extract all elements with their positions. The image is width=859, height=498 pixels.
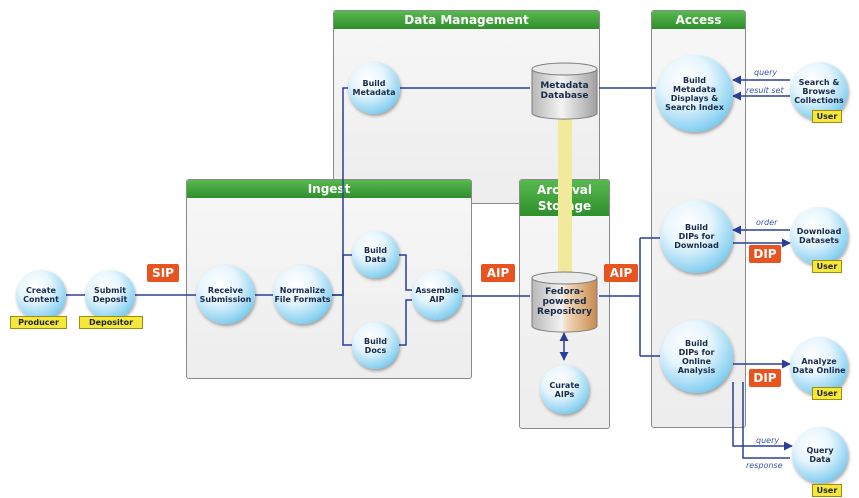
- edge-normalize-builddocs: [332, 294, 352, 346]
- metadata-database-cylinder: [531, 62, 598, 120]
- create-content-node: Create Content: [16, 270, 66, 320]
- build-dips-online-node: Build DIPs for Online Analysis: [660, 320, 733, 393]
- user-role-tag-analyze: User: [812, 387, 842, 400]
- query-data-node: Query Data: [792, 427, 848, 483]
- storage-link: [558, 110, 572, 280]
- download-datasets-node: Download Datasets: [790, 207, 848, 265]
- build-dips-download-node: Build DIPs for Download: [660, 200, 733, 273]
- assemble-aip-node: Assemble AIP: [412, 270, 462, 320]
- edge-response-query: [742, 382, 790, 459]
- user-role-tag-query: User: [812, 484, 842, 497]
- fedora-repository-cylinder: [531, 271, 598, 333]
- aip-badge-ingest: AIP: [481, 264, 515, 282]
- fedora-repository: Fedora- powered Repository: [530, 271, 599, 333]
- producer-role-tag: Producer: [10, 316, 67, 329]
- edge-builddata-assemble: [399, 254, 412, 291]
- metadata-database: Metadata Database: [530, 62, 599, 120]
- sip-badge: SIP: [147, 264, 179, 282]
- user-role-tag-download: User: [812, 260, 842, 273]
- receive-submission-node: Receive Submission: [196, 265, 255, 324]
- build-metadata-displays-node: Build Metadata Displays & Search Index: [656, 55, 733, 132]
- data-management-header: Data Management: [334, 11, 599, 29]
- aip-badge-access: AIP: [604, 264, 638, 282]
- depositor-role-tag: Depositor: [79, 316, 143, 329]
- normalize-file-formats-node: Normalize File Formats: [273, 265, 332, 324]
- dip-badge-analyze: DIP: [749, 369, 781, 387]
- build-data-node: Build Data: [352, 231, 399, 278]
- analyze-data-online-node: Analyze Data Online: [790, 337, 848, 395]
- dip-badge-download: DIP: [749, 245, 781, 263]
- edge-builddocs-assemble: [399, 299, 412, 346]
- build-metadata-node: Build Metadata: [348, 62, 400, 114]
- access-header: Access: [652, 11, 745, 29]
- curate-aips-node: Curate AIPs: [540, 365, 589, 414]
- user-role-tag-search: User: [812, 110, 842, 123]
- build-docs-node: Build Docs: [352, 322, 399, 369]
- edge-normalize-buildmetadata: [342, 87, 348, 295]
- query-label-data: query: [756, 436, 780, 445]
- result-set-label: result set: [746, 86, 784, 95]
- edge-online-query: [732, 382, 793, 451]
- submit-deposit-node: Submit Deposit: [85, 270, 135, 320]
- edge-normalize-builddata: [332, 254, 352, 296]
- order-label: order: [756, 218, 778, 227]
- query-label-search: query: [754, 68, 778, 77]
- ingest-header: Ingest: [187, 180, 471, 198]
- response-label: response: [746, 461, 783, 470]
